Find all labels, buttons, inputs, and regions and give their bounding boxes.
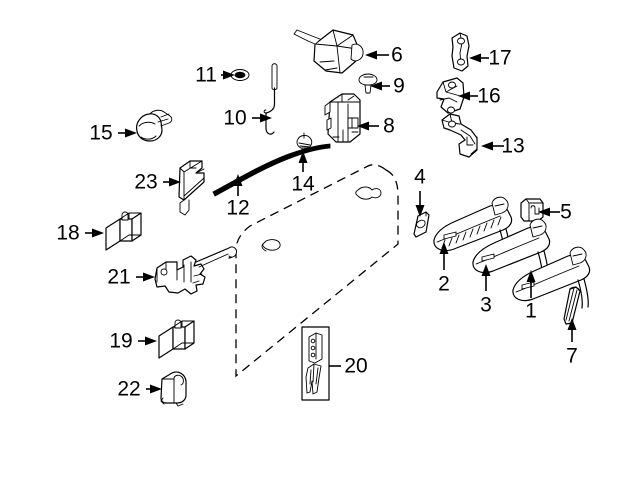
callout-label-4: 4 [414, 165, 426, 189]
callout-label-21: 21 [107, 265, 131, 289]
door-check-assembly-part [154, 246, 237, 295]
callout-label-12: 12 [226, 196, 250, 220]
callout-label-15: 15 [89, 121, 113, 145]
callout-label-16: 16 [477, 84, 501, 108]
callout-label-6: 6 [391, 43, 403, 67]
callout-arrows [85, 50, 577, 394]
door-check-bracket-part [441, 113, 478, 158]
callout-label-18: 18 [56, 221, 80, 245]
callout-label-13: 13 [501, 134, 525, 158]
callout-label-5: 5 [560, 200, 572, 224]
hinge-shim-part [451, 32, 470, 72]
lock-rod-part [263, 63, 278, 135]
callout-label-17: 17 [488, 46, 512, 70]
callout-label-14: 14 [291, 172, 315, 196]
door-stop-bumper-lower-part [158, 319, 195, 359]
latch-screw-part [358, 73, 378, 94]
callout-label-1: 1 [525, 299, 537, 323]
callout-label-9: 9 [393, 74, 405, 98]
lock-cylinder-cover-part [520, 198, 544, 222]
door-outline [235, 164, 399, 378]
callout-label-2: 2 [438, 272, 450, 296]
outside-door-handle-rear-part [512, 246, 591, 309]
door-stop-bumper-upper-part [105, 211, 142, 251]
hardware-kit-box-part [301, 326, 330, 401]
door-latch-assembly-part [324, 93, 361, 143]
callout-label-20: 20 [344, 354, 368, 378]
outside-door-handle-middle-part [472, 218, 551, 281]
callout-label-8: 8 [383, 114, 395, 138]
lock-knob-retainer-part [136, 109, 173, 142]
callout-label-23: 23 [134, 170, 158, 194]
door-lock-actuator-part [293, 29, 364, 74]
callout-label-10: 10 [223, 106, 247, 130]
door-wedge-part [178, 160, 205, 216]
striker-plate-part [436, 77, 465, 114]
door-handle-gasket-part [413, 211, 430, 238]
callout-label-22: 22 [117, 377, 141, 401]
callout-label-3: 3 [480, 293, 492, 317]
callout-label-11: 11 [195, 63, 217, 87]
rubber-plug-part [160, 371, 187, 407]
belt-weatherstrip-part [212, 143, 331, 197]
callout-label-19: 19 [109, 329, 133, 353]
callout-label-7: 7 [566, 344, 578, 368]
lock-knob-part [296, 132, 313, 153]
rod-grommet-part [230, 69, 250, 81]
